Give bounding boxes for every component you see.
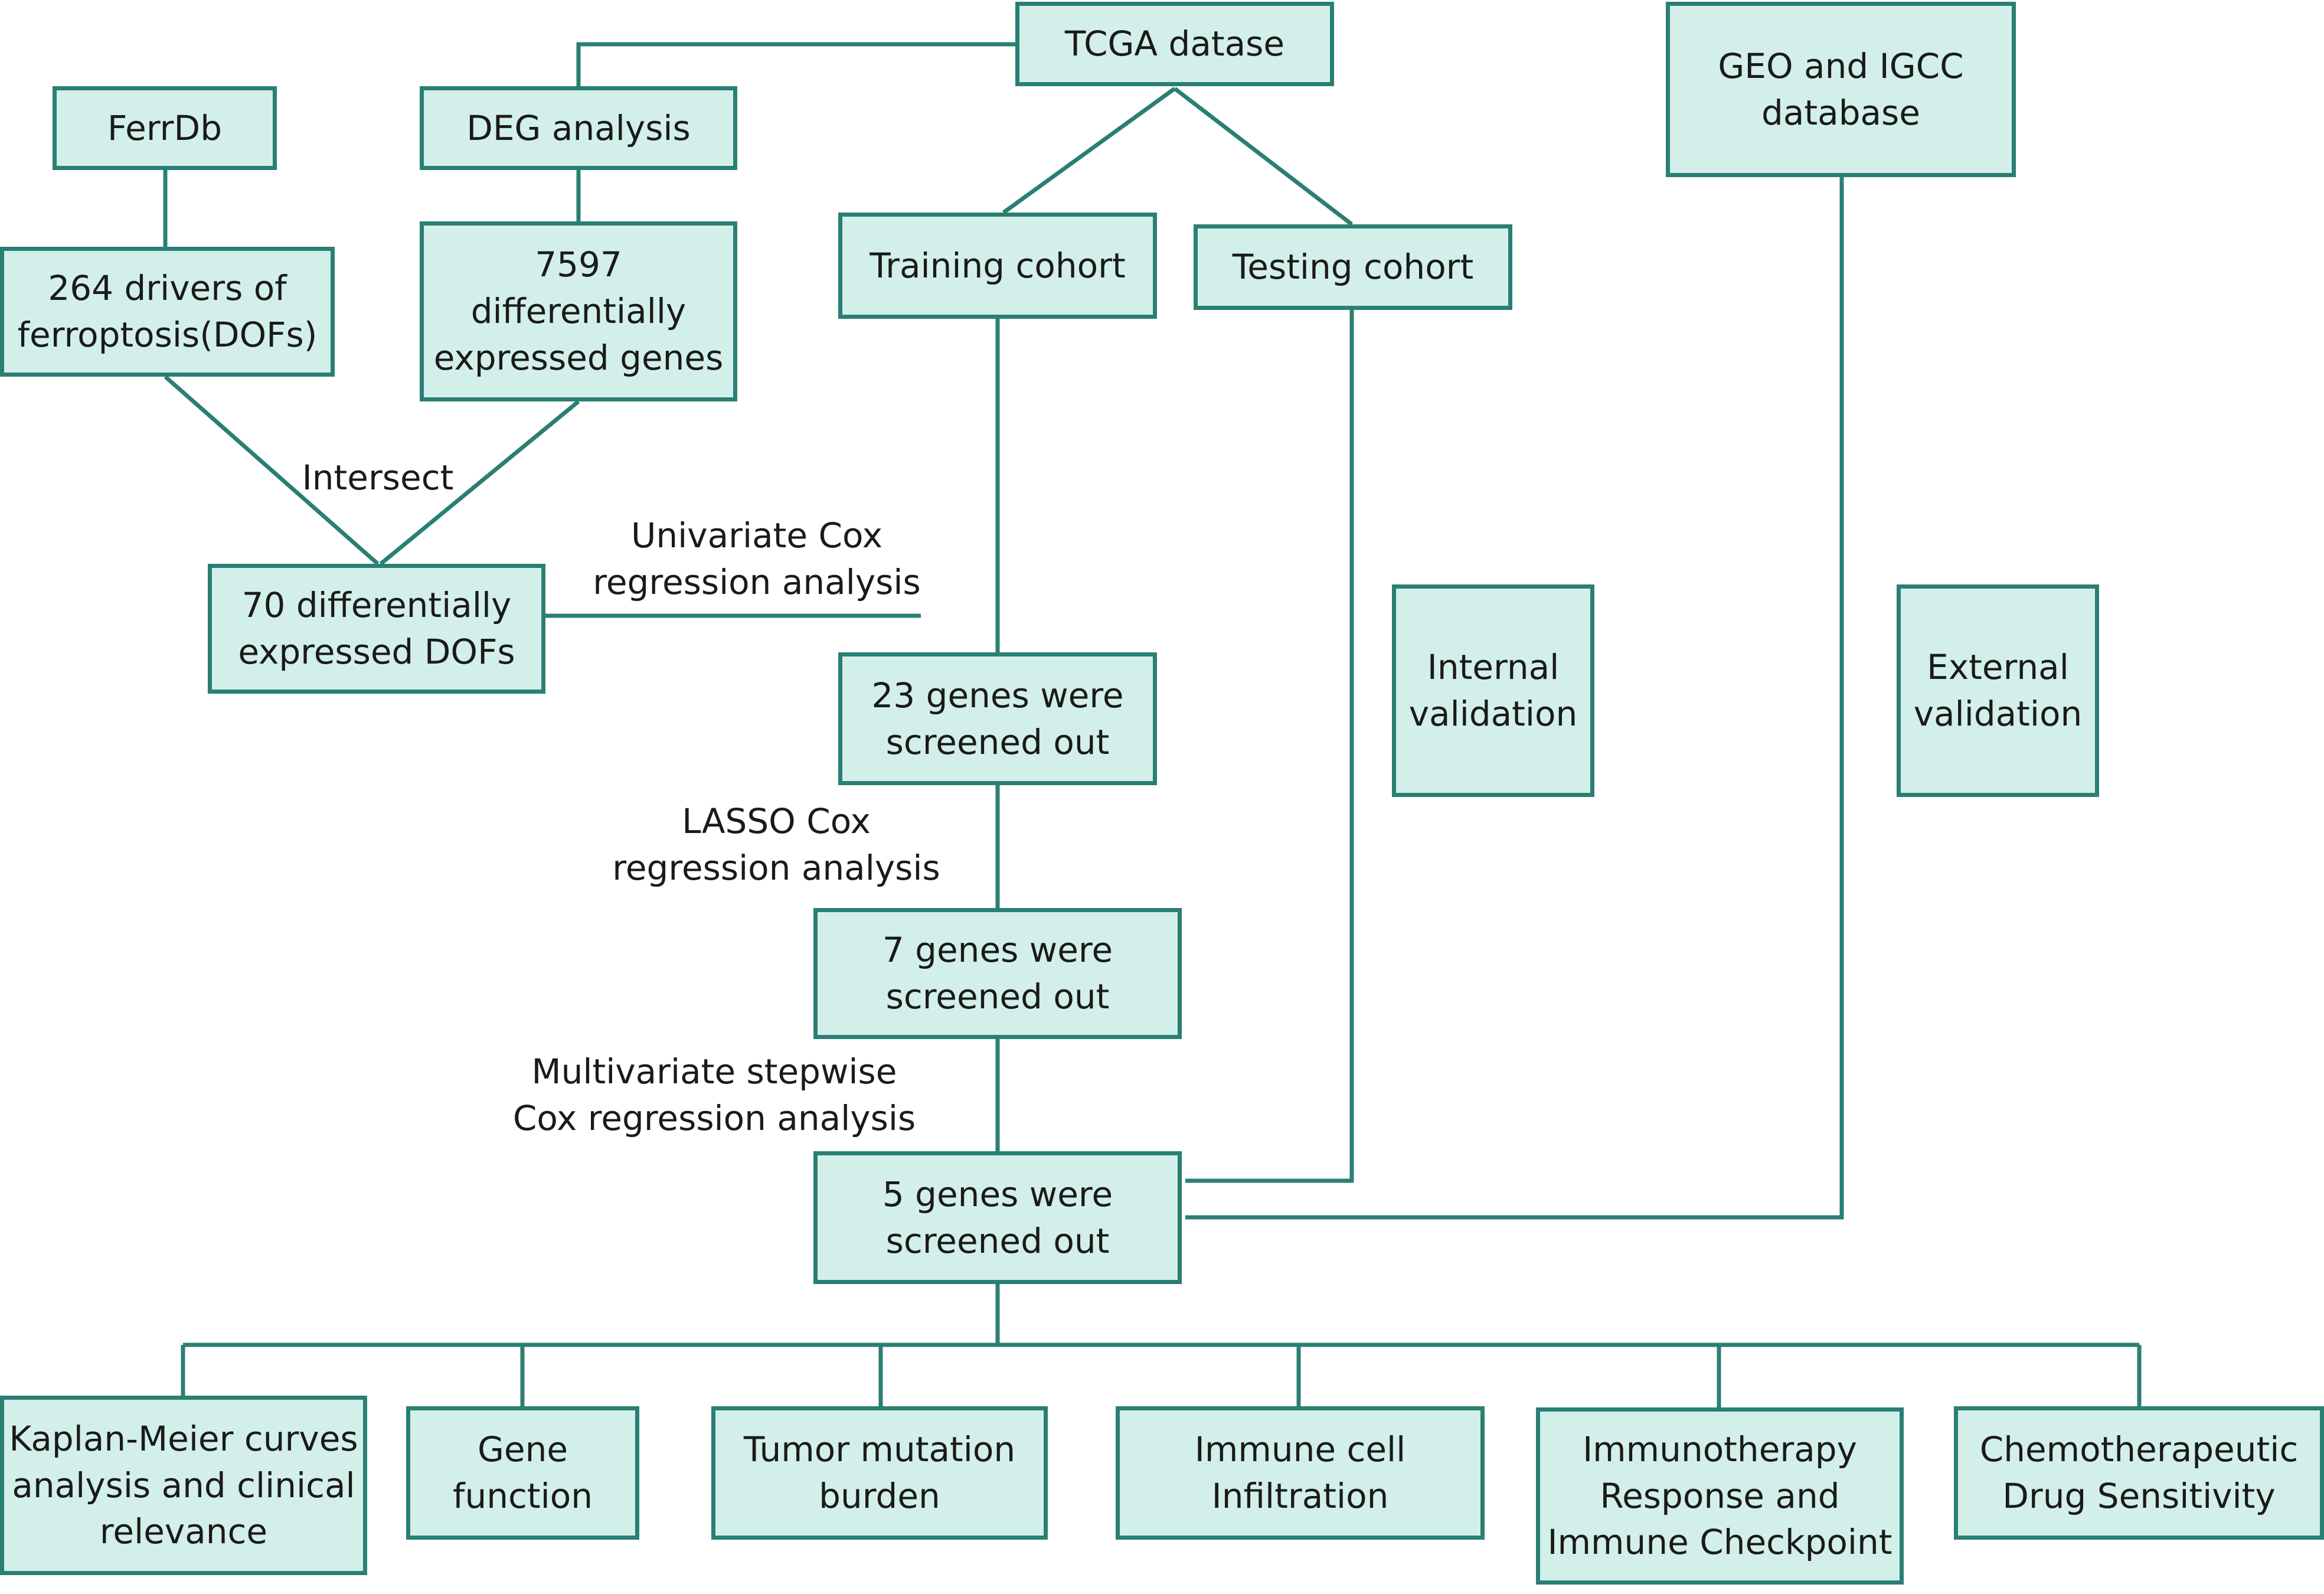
node-tcga: TCGA datase xyxy=(1015,2,1334,86)
node-gene-function: Gene function xyxy=(406,1406,639,1540)
node-264-drivers: 264 drivers of ferroptosis(DOFs) xyxy=(0,247,335,377)
node-external-validation: External validation xyxy=(1897,584,2099,797)
edge-7597-to-dofs70 xyxy=(379,400,580,566)
node-chemo: Chemotherapeutic Drug Sensitivity xyxy=(1954,1406,2324,1540)
node-5-genes: 5 genes were screened out xyxy=(813,1151,1182,1284)
node-immune-infiltration: Immune cell Infiltration xyxy=(1116,1406,1485,1540)
edge-drivers-to-dofs70 xyxy=(164,375,380,566)
node-training-cohort: Training cohort xyxy=(838,213,1157,319)
node-testing-cohort: Testing cohort xyxy=(1194,224,1512,310)
node-7597-genes: 7597 differentially expressed genes xyxy=(420,221,737,401)
node-geo-igcc: GEO and IGCC database xyxy=(1666,2,2016,177)
edge-geo-to-5 xyxy=(1185,177,1844,1220)
node-deg-analysis: DEG analysis xyxy=(420,86,737,170)
edge-tcga-to-training xyxy=(1002,87,1176,214)
node-ferrdb: FerrDb xyxy=(53,86,277,170)
edge-testing-to-5 xyxy=(1185,310,1354,1183)
node-23-genes: 23 genes were screened out xyxy=(838,652,1157,785)
edge-tcga-to-deg xyxy=(576,42,1015,87)
node-70-dofs: 70 differentially expressed DOFs xyxy=(208,564,545,694)
label-lasso-cox: LASSO Cox regression analysis xyxy=(612,801,940,888)
node-immunotherapy: Immunotherapy Response and Immune Checkp… xyxy=(1536,1407,1904,1585)
label-multivariate-cox: Multivariate stepwise Cox regression ana… xyxy=(512,1051,916,1138)
node-internal-validation: Internal validation xyxy=(1392,584,1594,797)
node-7-genes: 7 genes were screened out xyxy=(813,908,1182,1039)
node-tmb: Tumor mutation burden xyxy=(711,1406,1048,1540)
node-km-curves: Kaplan-Meier curves analysis and clinica… xyxy=(0,1396,367,1575)
edge-tcga-to-testing xyxy=(1173,87,1354,226)
label-univariate-cox: Univariate Cox regression analysis xyxy=(593,515,921,602)
label-intersect: Intersect xyxy=(302,458,454,498)
